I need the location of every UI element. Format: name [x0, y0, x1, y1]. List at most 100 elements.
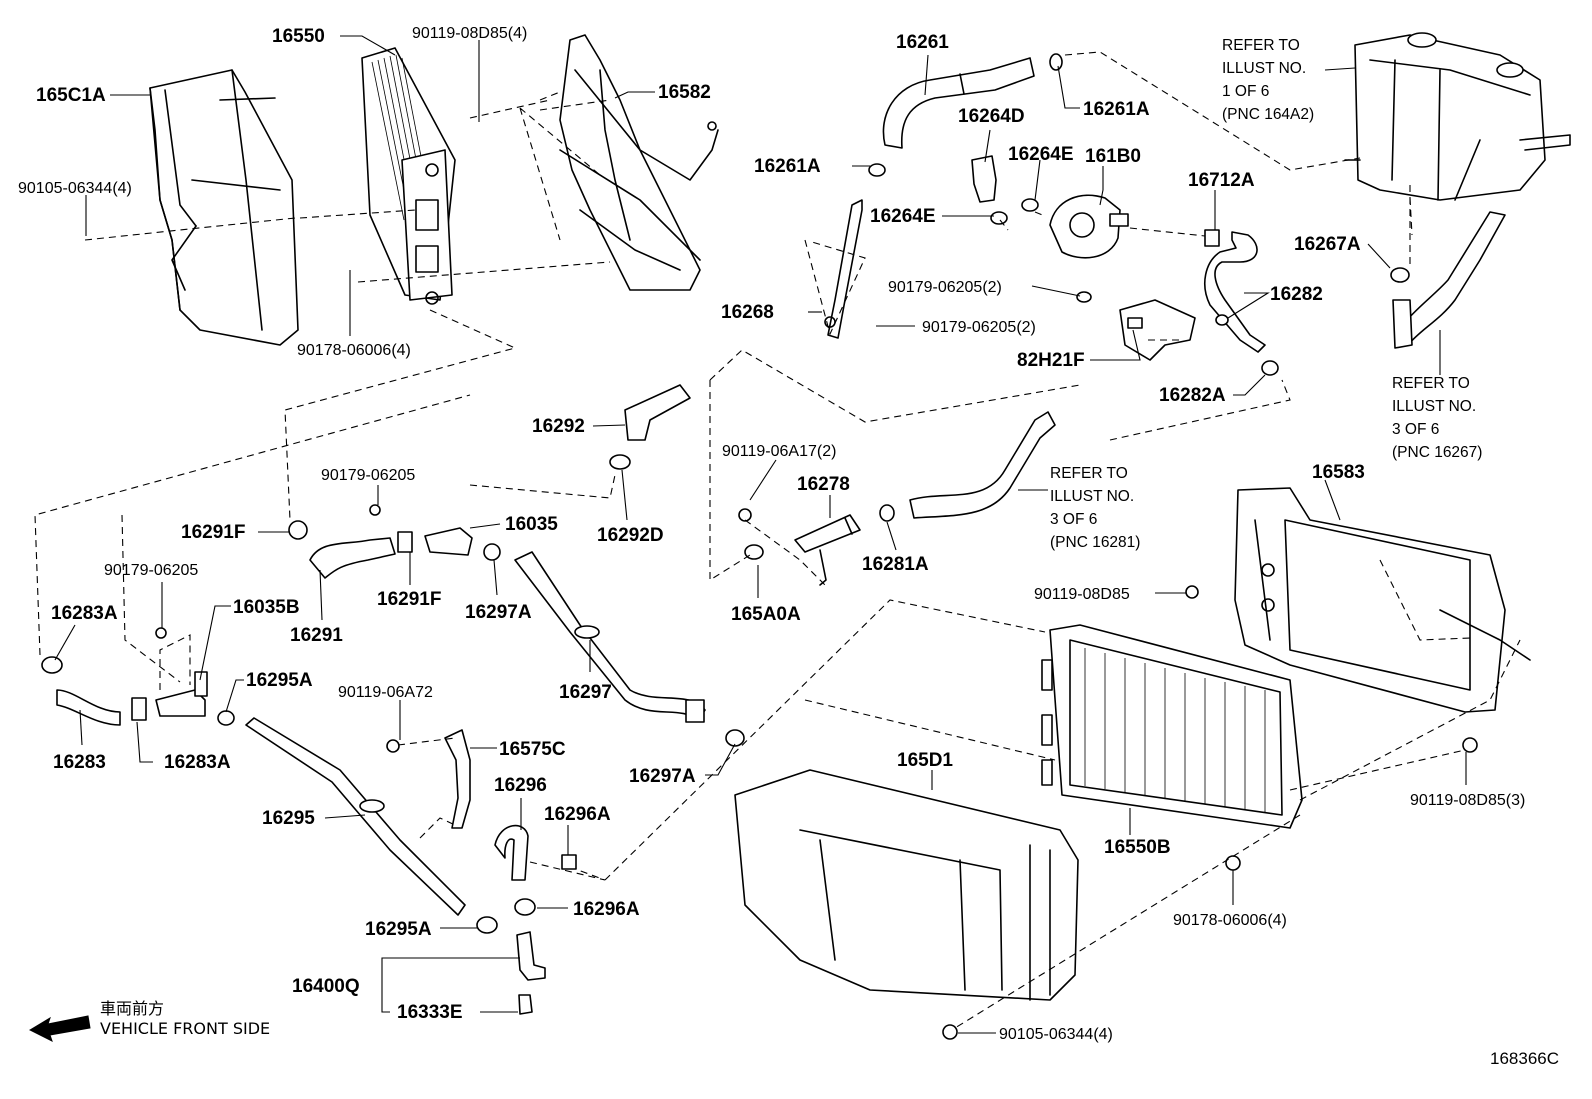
- label-90179-06205-left: 90179-06205: [104, 562, 198, 579]
- label-90119-06A72: 90119-06A72: [338, 684, 433, 701]
- bracket-82H21F-drawing: [1119, 299, 1196, 361]
- fan-shroud-165D1-drawing: [734, 769, 1079, 1040]
- front-arrow-icon: [28, 1015, 91, 1042]
- hose-16297-drawing: [514, 551, 745, 747]
- label-16283A-lower: 16283A: [164, 752, 231, 773]
- drain-cock-16400Q-drawing: [516, 931, 546, 1015]
- refer-note-16281: REFER TO ILLUST NO. 3 OF 6 (PNC 16281): [1050, 465, 1140, 551]
- bracket-16575C-drawing: [386, 729, 471, 829]
- label-16550: 16550: [272, 26, 325, 47]
- label-16583: 16583: [1312, 462, 1365, 483]
- label-16267A: 16267A: [1294, 234, 1361, 255]
- label-16291: 16291: [290, 625, 343, 646]
- label-90178-06006-4-top: 90178-06006(4): [297, 342, 411, 359]
- label-90119-08D85-3: 90119-08D85(3): [1410, 792, 1525, 809]
- hose-16267-drawing: [1390, 211, 1506, 349]
- label-16261: 16261: [896, 32, 949, 53]
- label-16297: 16297: [559, 682, 612, 703]
- label-16264E-left: 16264E: [870, 206, 936, 227]
- label-16297A-lower: 16297A: [629, 766, 696, 787]
- illustration-code: 168366C: [1490, 1049, 1559, 1068]
- label-90179-06205-2-a: 90179-06205(2): [888, 279, 1002, 296]
- label-165C1A: 165C1A: [36, 85, 106, 106]
- label-16278: 16278: [797, 474, 850, 495]
- label-90178-06006-4-bottom: 90178-06006(4): [1173, 912, 1287, 929]
- reservoir-tank-drawing: [1344, 32, 1571, 201]
- label-16296: 16296: [494, 775, 547, 796]
- label-16295: 16295: [262, 808, 315, 829]
- vehicle-front-english: VEHICLE FRONT SIDE: [100, 1019, 270, 1038]
- radiator-support-16583-drawing: [1185, 487, 1531, 713]
- leader-lines: [54, 35, 1467, 1034]
- radiator-core-16550-drawing: [361, 47, 456, 305]
- bracket-16582-drawing: [559, 34, 719, 291]
- svg-text:3 OF 6: 3 OF 6: [1392, 421, 1439, 438]
- bracket-16268-drawing: [804, 199, 866, 339]
- hose-16291-drawing: [288, 504, 501, 579]
- svg-text:3 OF 6: 3 OF 6: [1050, 511, 1097, 528]
- hose-16292-drawing: [609, 384, 691, 470]
- fan-shroud-165C1A-drawing: [149, 69, 299, 346]
- label-16282: 16282: [1270, 284, 1323, 305]
- svg-text:(PNC 164A2): (PNC 164A2): [1222, 106, 1314, 123]
- label-16282A: 16282A: [1159, 385, 1226, 406]
- label-16296A-lower: 16296A: [573, 899, 640, 920]
- label-16295A-upper: 16295A: [246, 670, 313, 691]
- label-16333E: 16333E: [397, 1002, 463, 1023]
- label-16582: 16582: [658, 82, 711, 103]
- label-16296A-upper: 16296A: [544, 804, 611, 825]
- label-161B0: 161B0: [1085, 146, 1141, 167]
- label-16292D: 16292D: [597, 525, 664, 546]
- upper-hose-16261-drawing: [868, 53, 1063, 177]
- label-16291F-left: 16291F: [181, 522, 245, 543]
- vehicle-front-japanese: 車両前方: [100, 999, 164, 1018]
- svg-text:(PNC 16281): (PNC 16281): [1050, 534, 1140, 551]
- svg-text:ILLUST NO.: ILLUST NO.: [1222, 60, 1306, 77]
- label-16261A-left: 16261A: [754, 156, 821, 177]
- hose-16295-drawing: [245, 717, 498, 934]
- label-165D1: 165D1: [897, 750, 953, 771]
- label-16261A-right: 16261A: [1083, 99, 1150, 120]
- label-16268: 16268: [721, 302, 774, 323]
- label-90119-08D85-4: 90119-08D85(4): [412, 25, 527, 42]
- label-16297A-upper: 16297A: [465, 602, 532, 623]
- label-16281A: 16281A: [862, 554, 929, 575]
- label-16264D: 16264D: [958, 106, 1025, 127]
- label-82H21F: 82H21F: [1017, 350, 1085, 371]
- label-16292: 16292: [532, 416, 585, 437]
- hose-16278-drawing: [738, 504, 895, 586]
- refer-note-16267: REFER TO ILLUST NO. 3 OF 6 (PNC 16267): [1392, 375, 1482, 461]
- svg-text:REFER TO: REFER TO: [1222, 37, 1300, 54]
- svg-text:REFER TO: REFER TO: [1392, 375, 1470, 392]
- vehicle-front-indicator: 車両前方 VEHICLE FRONT SIDE: [28, 999, 270, 1042]
- part-number-labels: 165C1A 16550 90119-08D85(4) 16582 90105-…: [18, 25, 1525, 1043]
- label-16291F-bottom: 16291F: [377, 589, 441, 610]
- label-90105-06344-4-top: 90105-06344(4): [18, 180, 132, 197]
- label-165A0A: 165A0A: [731, 604, 801, 625]
- water-valve-161B0-drawing: [971, 155, 1129, 303]
- svg-text:(PNC 16267): (PNC 16267): [1392, 444, 1482, 461]
- hose-16283-drawing: [41, 627, 235, 726]
- label-90105-06344-4-bottom: 90105-06344(4): [999, 1026, 1113, 1043]
- svg-text:ILLUST NO.: ILLUST NO.: [1392, 398, 1476, 415]
- label-16400Q: 16400Q: [292, 976, 360, 997]
- label-90179-06205-upper: 90179-06205: [321, 467, 415, 484]
- label-16264E-top: 16264E: [1008, 144, 1074, 165]
- label-16712A: 16712A: [1188, 170, 1255, 191]
- label-90119-06A17-2: 90119-06A17(2): [722, 443, 836, 460]
- label-16550B: 16550B: [1104, 837, 1171, 858]
- radiator-16550B-drawing: [1041, 624, 1478, 871]
- hose-16281-drawing: [909, 411, 1056, 519]
- svg-text:REFER TO: REFER TO: [1050, 465, 1128, 482]
- svg-text:1 OF 6: 1 OF 6: [1222, 83, 1269, 100]
- label-16575C: 16575C: [499, 739, 566, 760]
- label-90119-08D85: 90119-08D85: [1034, 586, 1130, 603]
- dashed-connection-lines: [34, 51, 1521, 1029]
- refer-note-164A2: REFER TO ILLUST NO. 1 OF 6 (PNC 164A2): [1222, 37, 1314, 123]
- label-16295A-lower: 16295A: [365, 919, 432, 940]
- label-16283A-upper: 16283A: [51, 603, 118, 624]
- label-16283: 16283: [53, 752, 106, 773]
- label-16035B: 16035B: [233, 597, 300, 618]
